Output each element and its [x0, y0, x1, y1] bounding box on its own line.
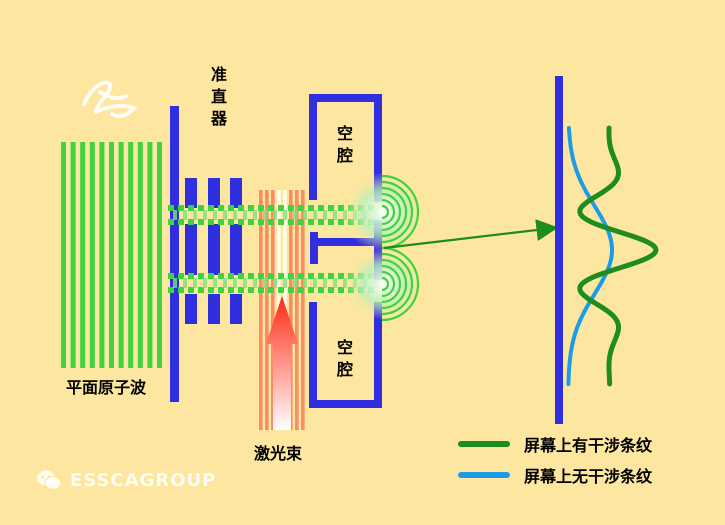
legend-swatch-green [458, 441, 510, 447]
watermark: ESSCAGROUP [36, 469, 216, 491]
legend-no-fringes: 屏幕上无干涉条纹 [458, 463, 652, 487]
cavity-bottom-label: 空腔 [336, 338, 353, 379]
fringe-curve [577, 125, 659, 387]
cavity-top-label: 空腔 [336, 124, 353, 165]
collimator-label: 准直器 [210, 65, 227, 128]
detection-screen [555, 76, 563, 424]
signature-mark [82, 80, 138, 118]
emitted-wave-bottom [344, 246, 424, 322]
legend-no-fringes-label: 屏幕上无干涉条纹 [524, 467, 653, 486]
emitted-wave-top [342, 172, 426, 252]
cavity-top [309, 94, 382, 202]
laser-arrow [266, 296, 298, 430]
cavity-bottom [309, 302, 382, 408]
plane-atom-wave [61, 142, 162, 368]
plane-wave-label: 平面原子波 [66, 378, 147, 397]
laser-beam-label: 激光束 [254, 444, 303, 463]
legend-fringes-label: 屏幕上有干涉条纹 [524, 436, 653, 455]
wechat-icon [37, 470, 62, 491]
no-fringe-curve [566, 126, 614, 386]
collimator-plates [185, 178, 242, 324]
legend-fringes: 屏幕上有干涉条纹 [458, 432, 652, 456]
watermark-text: ESSCAGROUP [70, 469, 217, 491]
propagation-arrow [383, 219, 559, 250]
legend-swatch-blue [458, 472, 510, 478]
barrier-wall [170, 106, 179, 402]
